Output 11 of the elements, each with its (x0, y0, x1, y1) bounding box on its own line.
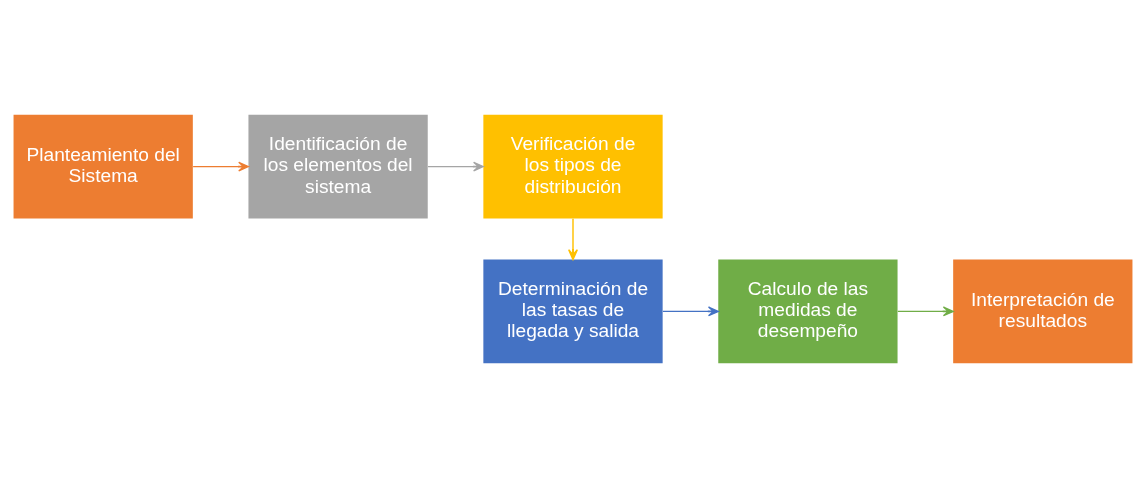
node-box: Verificación de los tipos de distribución (483, 114, 663, 219)
arrow (567, 218, 579, 261)
node-box: Identificación de los elementos del sistema (248, 114, 428, 219)
node-box: Determinación de las tasas de llegada y salida (483, 259, 663, 364)
arrow (427, 161, 484, 172)
arrow (192, 161, 250, 172)
node-box: Calculo de las medidas de desempeño (718, 259, 898, 364)
arrow (897, 306, 954, 317)
node-box: Interpretación de resultados (953, 259, 1133, 364)
arrow (662, 306, 719, 317)
node-box: Planteamiento del Sistema (13, 114, 193, 219)
